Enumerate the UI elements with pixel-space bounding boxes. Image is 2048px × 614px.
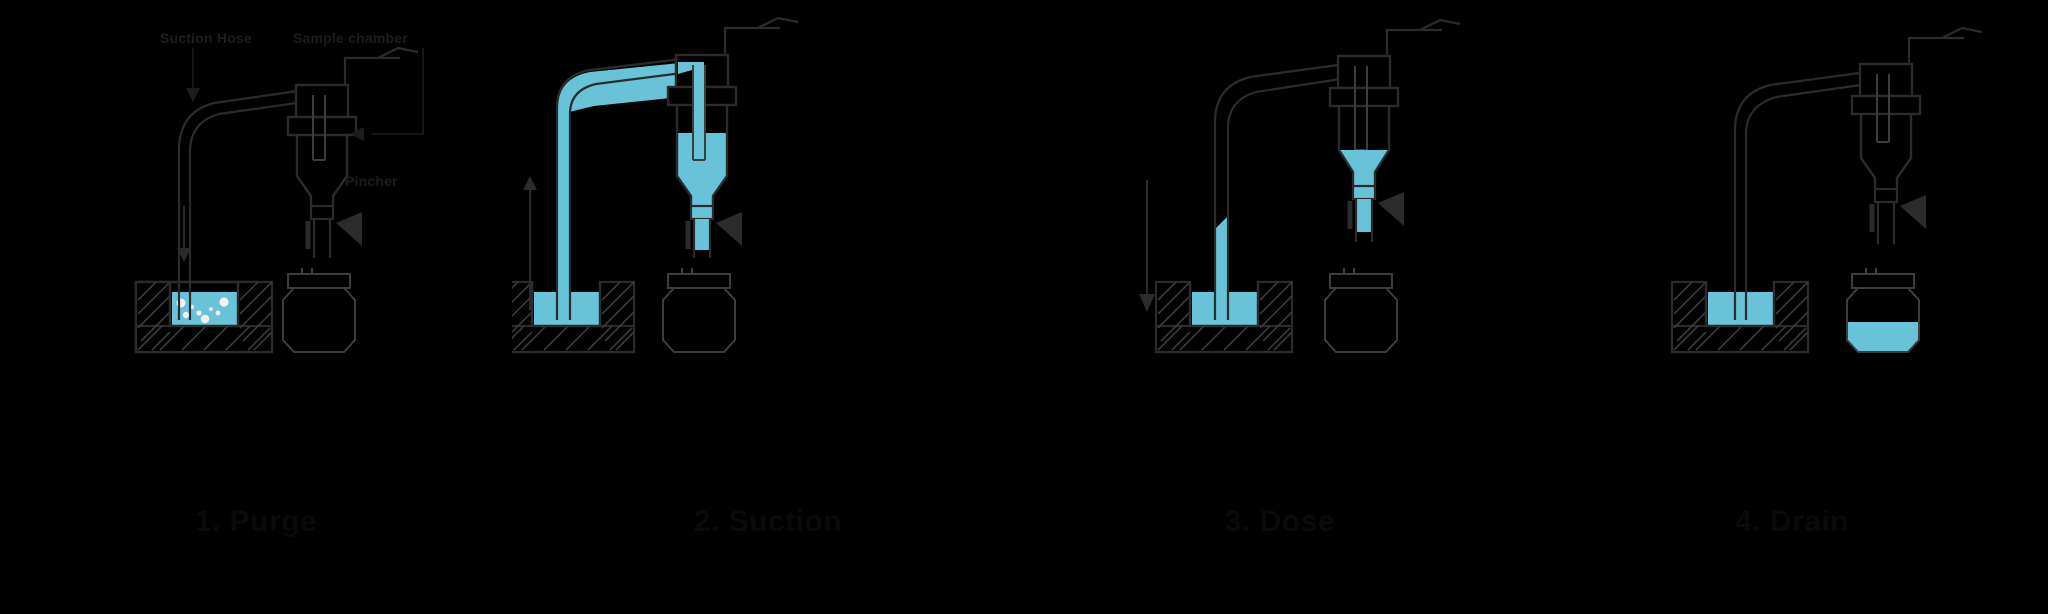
outlet-liquid [1357, 199, 1371, 232]
basin-floor [134, 324, 274, 354]
hatch-lines [137, 281, 273, 351]
suction-hose-outer [555, 56, 691, 320]
suction-hose-outer [1213, 60, 1361, 320]
basin-inner-outline [168, 282, 240, 328]
jar-neck [681, 268, 693, 274]
vent-tube [1385, 28, 1442, 56]
jar-lid [1329, 273, 1393, 289]
jar-lid [287, 273, 351, 289]
basin-floor [1670, 324, 1810, 354]
jar-neck [1343, 268, 1355, 274]
vent-tube [1907, 36, 1964, 64]
chamber-body [1337, 106, 1391, 186]
suction-hose-residual-liquid [1216, 216, 1228, 320]
chamber-outlet-collar [689, 204, 715, 221]
vent-tube [343, 56, 400, 85]
chamber-outlet-tube [312, 219, 332, 258]
jar-body [282, 287, 356, 353]
hatch-lines [1673, 281, 1809, 351]
jar-neck [301, 268, 313, 274]
chamber-body [295, 135, 349, 206]
hatch-lines [512, 281, 635, 351]
panel-purge-illustration [134, 46, 424, 354]
chamber-head-block [1336, 54, 1392, 90]
pincher-actuator [1378, 192, 1404, 226]
jar-liquid [1847, 322, 1919, 352]
suction-hose-inner [1226, 74, 1361, 320]
chamber-outlet-collar [1351, 184, 1377, 201]
basin-liquid [1708, 292, 1774, 326]
chamber-head-block [1858, 62, 1914, 98]
pincher-actuator [1900, 195, 1926, 229]
panel-caption-dose: 3. Dose [1224, 505, 1336, 538]
chamber-body [1859, 114, 1913, 189]
panel-suction: 2. Suction [512, 0, 1024, 614]
chamber-dip-liquid [678, 62, 704, 160]
flow-arrow-up [523, 176, 537, 310]
hatch-lines [1157, 281, 1293, 351]
suction-hose-outer [177, 86, 319, 320]
panel-dose-artwork [1139, 18, 1461, 354]
leader-arrowhead-chamber [350, 127, 364, 141]
chamber-outlet-tube [692, 219, 712, 258]
panel-drain-illustration [1670, 26, 1983, 354]
vent-tube-ext [1941, 26, 1983, 39]
jar-body [1846, 287, 1920, 353]
label-sample-chamber: Sample chamber [293, 30, 408, 46]
basin-inner-outline [1188, 282, 1260, 328]
panel-purge: Suction Hose Sample chamber Pincher 1. P… [0, 0, 512, 614]
panel-suction-illustration [512, 16, 799, 354]
jar-neck [1865, 268, 1877, 274]
pincher-actuator [716, 212, 742, 246]
suction-hose-inner [1744, 80, 1883, 320]
chamber-dip-tube [1876, 74, 1890, 143]
chamber-dip-tube [312, 95, 326, 161]
vent-tube-ext [377, 46, 419, 59]
basin-inner-outline [1704, 282, 1776, 328]
chamber-outlet-collar [1873, 187, 1899, 204]
vent-tube-ext [1419, 18, 1461, 31]
panel-dose: 3. Dose [1024, 0, 1536, 614]
chamber-body [675, 105, 729, 206]
suction-hose-inner [188, 98, 319, 320]
jar-lid [667, 273, 731, 289]
jar-body [662, 287, 736, 353]
vent-tube-ext [757, 16, 799, 29]
jar-body [1324, 287, 1398, 353]
label-suction-hose: Suction Hose [160, 30, 252, 46]
suction-hose-inner [568, 70, 691, 320]
chamber-head-block [294, 83, 350, 119]
chamber-collar [286, 115, 358, 137]
flow-arrow-down [177, 206, 191, 262]
panel-caption-suction: 2. Suction [693, 505, 843, 538]
basin-inner-outline [530, 282, 602, 328]
leader-arrowhead-hose [186, 88, 200, 102]
jar-lid [1851, 273, 1915, 289]
label-pincher: Pincher [345, 173, 398, 189]
leader-lines [186, 48, 424, 141]
pincher-actuator [336, 212, 362, 246]
vent-tube [723, 26, 780, 55]
suction-hose-outer [1733, 68, 1883, 320]
chamber-liquid-body [677, 133, 727, 208]
panel-drain: 4. Drain [1536, 0, 2048, 614]
chamber-outlet-tube [1354, 199, 1374, 242]
chamber-cone-liquid [1339, 150, 1389, 186]
chamber-collar [1328, 86, 1400, 108]
chamber-dip-tube [692, 65, 706, 161]
chamber-collar [1850, 94, 1922, 116]
leader-sample-chamber [372, 48, 424, 135]
flow-arrow-down [1139, 180, 1155, 312]
outlet-liquid [695, 219, 709, 250]
chamber-outlet-tube [1876, 202, 1896, 244]
chamber-outlet-collar [309, 204, 335, 221]
basin-floor [1154, 324, 1294, 354]
panel-caption-purge: 1. Purge [194, 505, 318, 538]
panel-caption-drain: 4. Drain [1734, 505, 1850, 538]
